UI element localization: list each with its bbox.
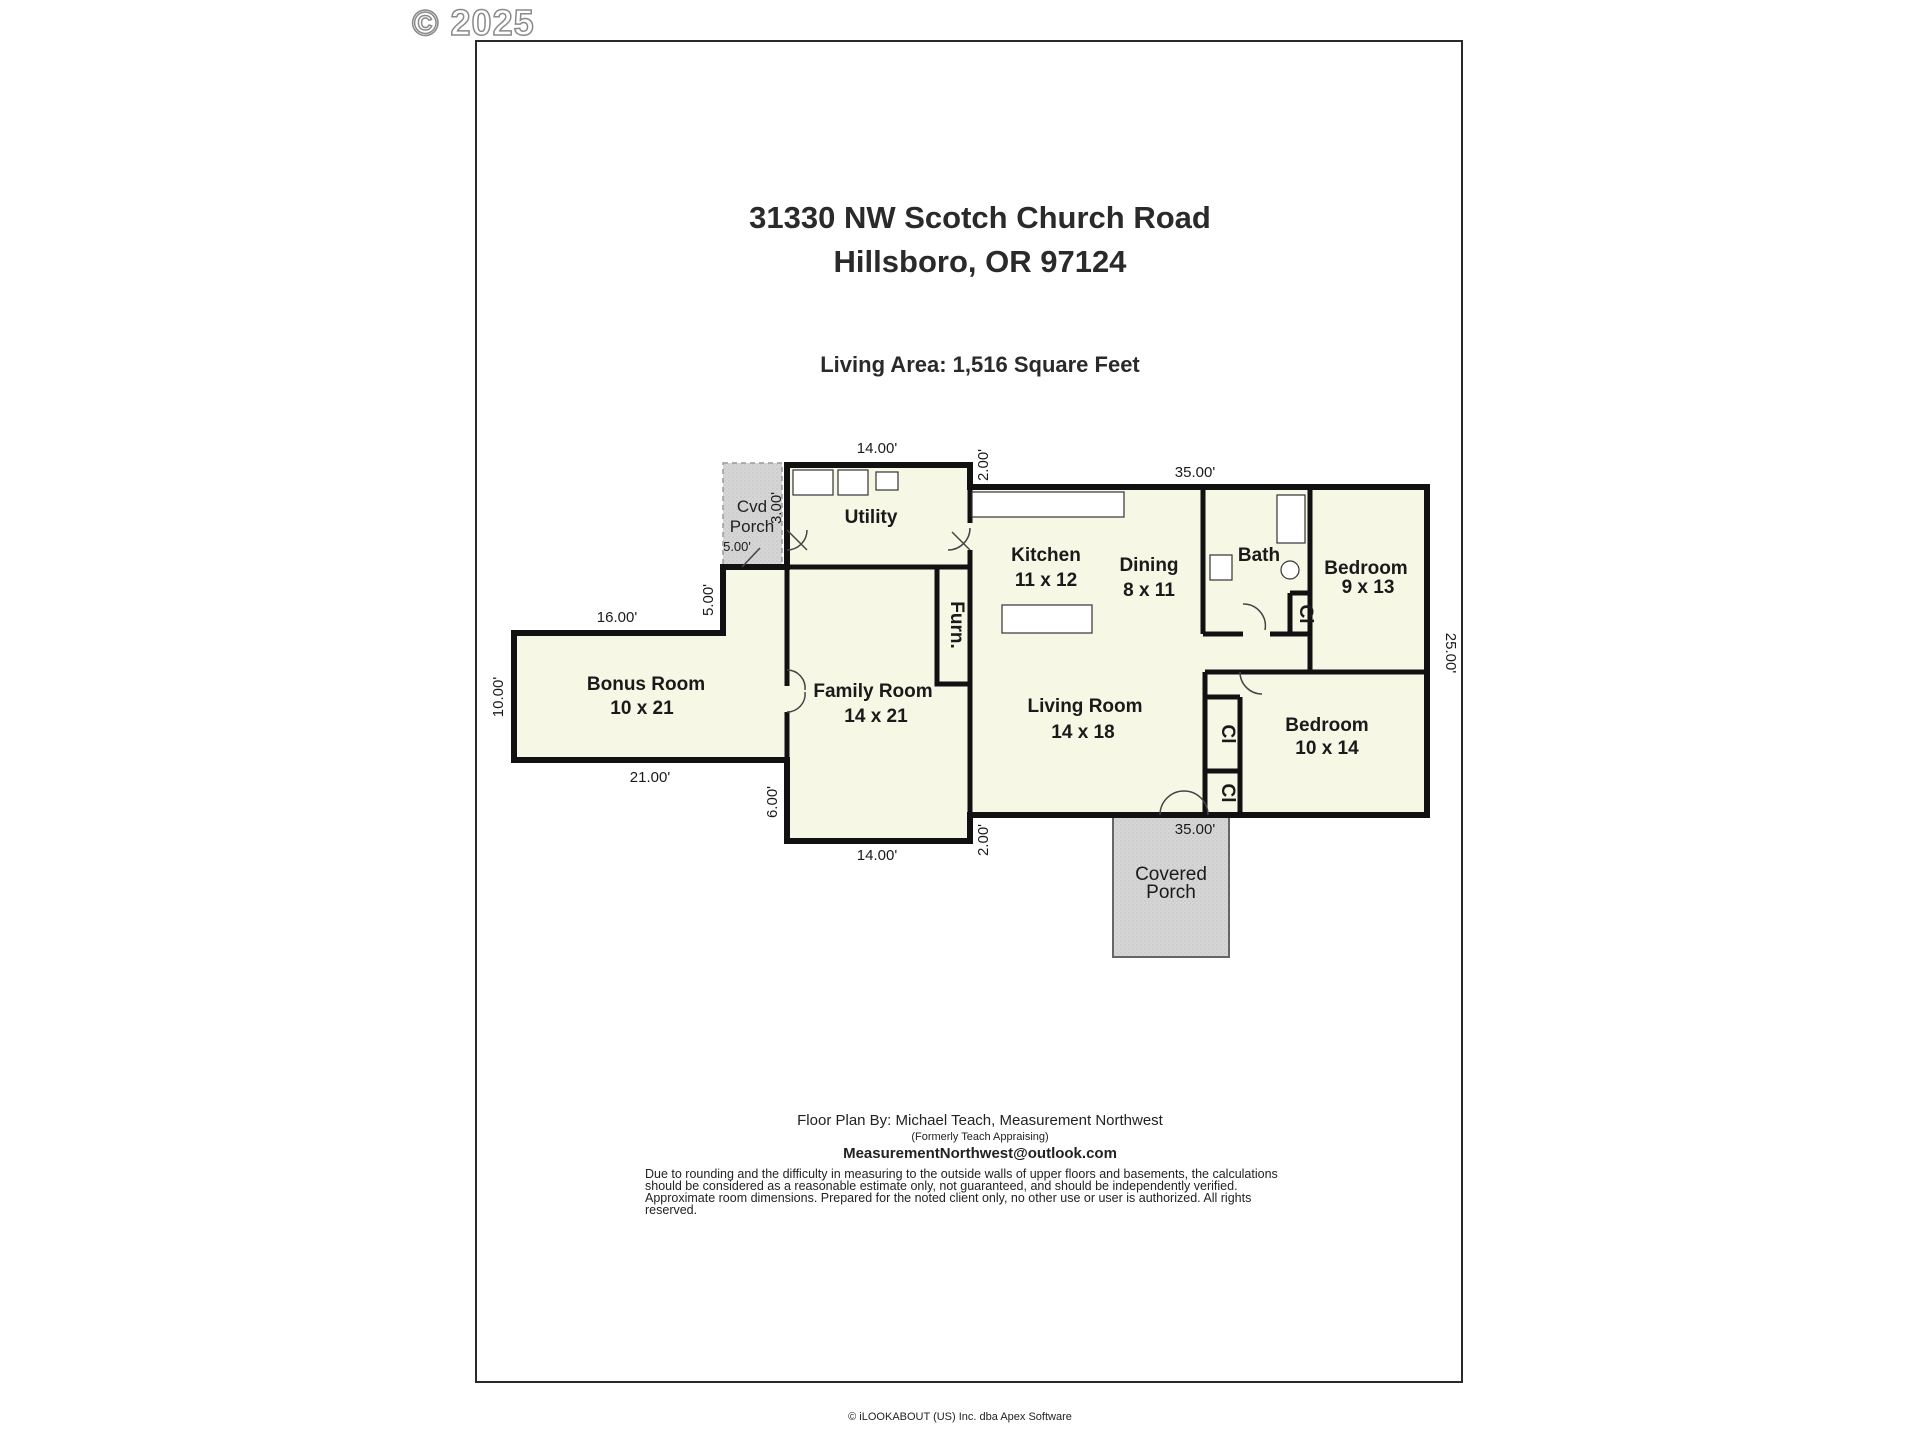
dim-bonus-step: 5.00' (700, 584, 717, 616)
bedroom-2-label: Bedroom (1285, 715, 1368, 736)
covered-porch (1112, 814, 1230, 958)
address-line-2: Hillsboro, OR 97124 (833, 244, 1127, 279)
dim-cvd-bottom: 5.00' (723, 539, 751, 554)
cvd-porch-label-1: Cvd (737, 497, 767, 516)
closet-label-bath: Cl (1295, 605, 1316, 624)
credits-email: MeasurementNorthwest@outlook.com (843, 1145, 1117, 1162)
dim-main-top: 35.00' (1175, 464, 1216, 481)
living-area: Living Area: 1,516 Square Feet (820, 352, 1140, 377)
bath-label: Bath (1238, 545, 1280, 566)
family-room-size: 14 x 21 (844, 706, 908, 727)
software-copyright: © iLOOKABOUT (US) Inc. dba Apex Software (848, 1411, 1072, 1423)
cvd-porch-label-2: Porch (730, 517, 774, 536)
copyright-watermark: © 2025 (411, 1, 535, 44)
bonus-room-label: Bonus Room (587, 674, 705, 695)
dining-label: Dining (1119, 555, 1178, 576)
closet-label-entry: Cl (1217, 784, 1238, 803)
dim-bonus-bottom: 21.00' (630, 769, 671, 786)
fixtures (792, 469, 1306, 634)
dim-main-bottom: 35.00' (1175, 821, 1216, 838)
credits-formerly: (Formerly Teach Appraising) (911, 1131, 1049, 1143)
living-room-size: 14 x 18 (1051, 722, 1114, 743)
page-frame (475, 40, 1463, 1383)
dim-family-right: 2.00' (975, 824, 992, 856)
bedroom-2-size: 10 x 14 (1295, 738, 1359, 759)
dim-family-bottom: 14.00' (857, 847, 898, 864)
covered-porch-label-1: Covered (1135, 864, 1207, 885)
bedroom-1-label: Bedroom (1324, 558, 1407, 579)
utility-label: Utility (845, 507, 898, 528)
closet-label-bedroom: Cl (1217, 725, 1238, 744)
family-room-label: Family Room (813, 681, 932, 702)
dim-main-right: 25.00' (1442, 633, 1459, 674)
bonus-room-size: 10 x 21 (610, 698, 674, 719)
bedroom-1-size: 9 x 13 (1342, 577, 1395, 598)
kitchen-label: Kitchen (1011, 545, 1081, 566)
covered-porch-label-2: Porch (1146, 882, 1196, 903)
address-line-1: 31330 NW Scotch Church Road (749, 200, 1211, 235)
living-room-label: Living Room (1027, 696, 1142, 717)
exterior-walls (511, 462, 1430, 844)
disclaimer: Due to rounding and the difficulty in me… (645, 1167, 1278, 1217)
dim-bonus-top: 16.00' (597, 609, 638, 626)
dining-size: 8 x 11 (1123, 580, 1175, 601)
interior-walls (784, 465, 1427, 815)
dim-utility-right: 2.00' (975, 449, 992, 481)
credits-by: Floor Plan By: Michael Teach, Measuremen… (797, 1112, 1163, 1129)
dim-utility-top: 14.00' (857, 440, 898, 457)
dim-family-step: 6.00' (764, 786, 781, 818)
dim-bonus-left: 10.00' (490, 677, 507, 718)
kitchen-size: 11 x 12 (1015, 570, 1077, 591)
dim-cvd-side: 3.00' (768, 492, 785, 524)
door-swings (741, 527, 1267, 816)
furnace-label: Furn. (946, 601, 967, 649)
credits: Floor Plan By: Michael Teach, Measuremen… (640, 1112, 1320, 1162)
